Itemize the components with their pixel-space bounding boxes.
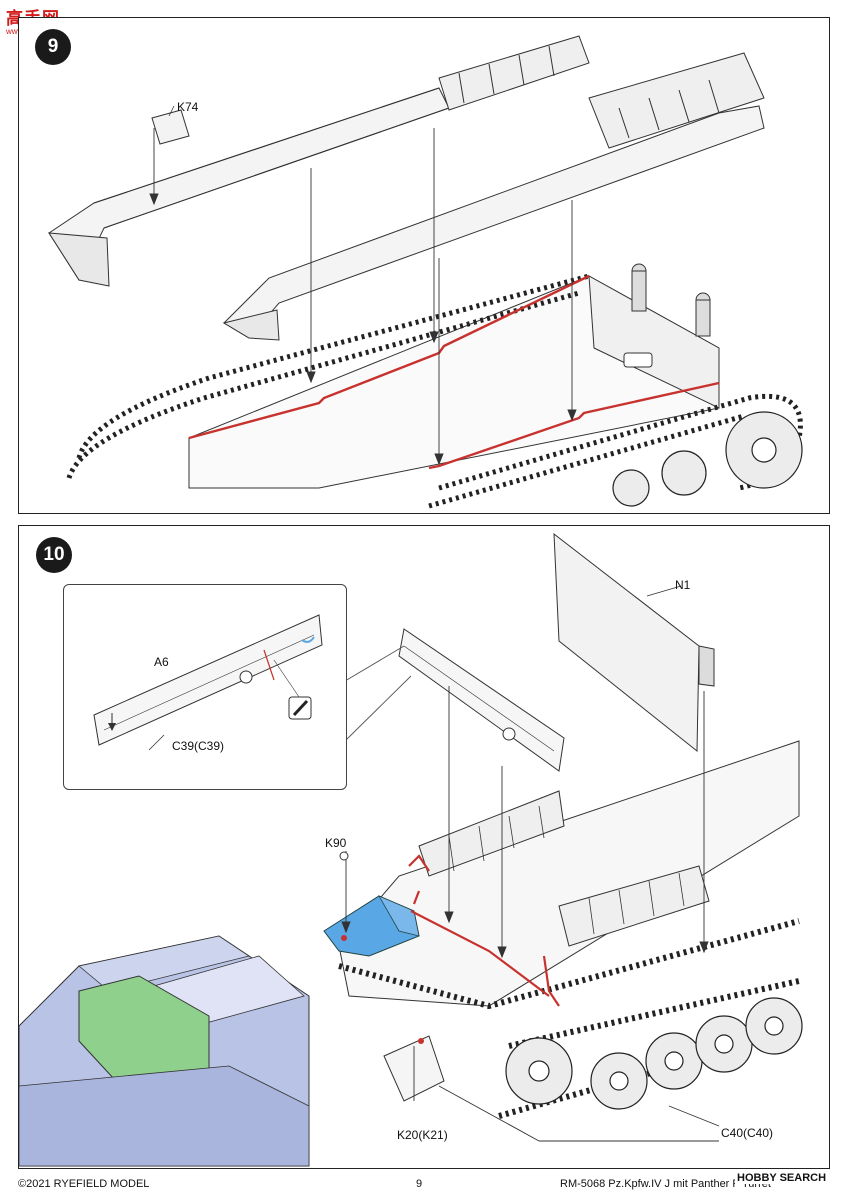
inset-drawing [93, 614, 323, 751]
footer-copyright: ©2021 RYEFIELD MODEL [18, 1178, 150, 1190]
part-label-n1: N1 [675, 578, 691, 592]
step-10-panel: 10 [18, 525, 830, 1169]
hobby-search-watermark: HOBBY SEARCH [735, 1172, 829, 1184]
detail-inset: A6 C39(C39) [63, 584, 347, 790]
part-label-k20: K20(K21) [397, 1128, 448, 1142]
inset-label-c39: C39(C39) [172, 739, 225, 753]
part-label-c40: C40(C40) [721, 1126, 774, 1140]
step-10-badge: 10 [36, 537, 72, 573]
inset-label-a6: A6 [154, 655, 169, 669]
footer-product: RM-5068 Pz.Kpfw.IV J mit Panther F Turre… [560, 1178, 771, 1190]
footer-page-number: 9 [416, 1178, 423, 1190]
step-10-drawing [323, 532, 803, 1142]
step-9-drawing [48, 35, 803, 509]
part-label-k90: K90 [325, 836, 347, 850]
step-9-panel: 9 [18, 17, 830, 514]
step-9-badge: 9 [35, 29, 71, 65]
part-label-k74: K74 [177, 100, 199, 114]
